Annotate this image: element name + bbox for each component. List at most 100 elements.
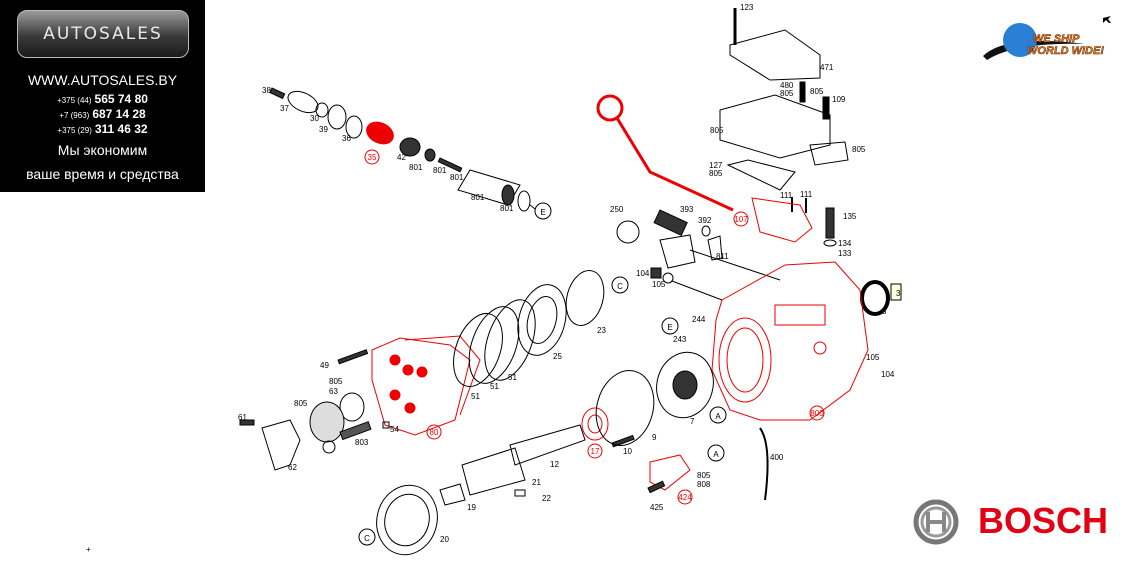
part-number-label: 808	[697, 480, 711, 489]
part-number-label: 425	[650, 503, 664, 512]
reference-callouts	[358, 149, 825, 546]
part-number-label: 105	[866, 353, 880, 362]
phone-2[interactable]: +7 (963)687 14 28	[59, 107, 146, 121]
part-number-label: 25	[553, 352, 562, 361]
svg-text:WE SHIP: WE SHIP	[1033, 33, 1080, 45]
part-number-label: 19	[467, 503, 476, 512]
part-800-pump-housing	[711, 261, 869, 421]
part-number-label[interactable]: 80	[430, 428, 439, 437]
part-number-label: 111	[780, 191, 793, 200]
reference-callout-label: E	[540, 208, 545, 217]
part-number-label: 38	[262, 86, 271, 95]
part-number-label: 7	[690, 417, 695, 426]
part-number-label: 105	[652, 280, 666, 289]
part-number-label: 3	[882, 307, 887, 316]
part-number-label: 801	[471, 193, 485, 202]
governor-assembly	[269, 87, 536, 212]
part-number-label: 805	[710, 126, 724, 135]
part-number-label[interactable]: 35	[368, 153, 377, 162]
reference-callout-label: A	[713, 450, 719, 459]
part-number-label: 135	[843, 212, 857, 221]
part-number-label: 805	[852, 145, 866, 154]
part-number-label: 805	[810, 87, 824, 96]
part-80-distributor-head	[371, 337, 471, 436]
part-number-label: 805	[709, 169, 723, 178]
bosch-wordmark: BOSCH	[978, 500, 1109, 541]
part-number-label: 811	[716, 252, 729, 261]
part-number-label: +	[86, 545, 91, 554]
globe-icon	[1003, 23, 1037, 57]
part-number-label[interactable]: 107	[734, 215, 748, 224]
part-number-label: 42	[397, 153, 406, 162]
part-number-label[interactable]: 424	[678, 493, 692, 502]
highlight-pointer-line	[615, 117, 734, 212]
part-number-label: 801	[450, 173, 464, 182]
part-number-label: 51	[490, 382, 499, 391]
part-number-label: 400	[770, 453, 784, 462]
part-number-label: 36	[342, 134, 351, 143]
part-number-label[interactable]: 800	[810, 409, 824, 418]
part-number-label: 54	[390, 425, 399, 434]
phone-1[interactable]: +375 (44)565 74 80	[57, 92, 148, 106]
part-number-label: 803	[355, 438, 369, 447]
part-number-label: 801	[500, 204, 514, 213]
part-number-label: 134	[838, 239, 852, 248]
part-number-label: 63	[329, 387, 338, 396]
part-number-label: 49	[320, 361, 329, 370]
part-number-label: 9	[652, 433, 657, 442]
part-number-label: 22	[542, 494, 551, 503]
part-number-label: 393	[680, 205, 694, 214]
airplane-icon	[1103, 16, 1111, 23]
part-number-label: 250	[610, 205, 624, 214]
reference-callout-label: E	[667, 323, 672, 332]
part-number-label: 39	[319, 125, 328, 134]
part-number-label: 3	[896, 289, 901, 298]
phone-3[interactable]: +375 (29)311 46 32	[57, 122, 148, 136]
part-number-label: 104	[881, 370, 895, 379]
part-107-sensor	[751, 197, 813, 243]
part-number-label: 51	[508, 373, 517, 382]
part-number-label: 10	[623, 447, 632, 456]
part-number-label: 243	[673, 335, 687, 344]
part-number-label: 805	[780, 89, 794, 98]
part-number-label: 133	[838, 249, 852, 258]
part-number-label: 801	[409, 163, 423, 172]
website-url[interactable]: WWW.AUTOSALES.BY	[27, 72, 178, 88]
part-number-label: 480	[780, 81, 794, 90]
svg-text:WORLD WIDE!: WORLD WIDE!	[1027, 45, 1104, 57]
feed-pump-parts	[239, 270, 605, 471]
part-number-label[interactable]: 17	[591, 447, 600, 456]
solenoid-parts	[616, 209, 902, 316]
part-number-label: 51	[471, 392, 480, 401]
part-number-label: 805	[697, 471, 711, 480]
ecu-assembly	[719, 8, 849, 247]
we-ship-world-wide-logo: WE SHIP WORLD WIDE!	[983, 16, 1111, 60]
part-number-label: 471	[820, 63, 834, 72]
part-number-label: 20	[440, 535, 449, 544]
part-number-label: 37	[280, 104, 289, 113]
part-number-label: 23	[597, 326, 606, 335]
slogan-line-2: ваше время и средства	[26, 166, 179, 182]
reference-callout-label: C	[617, 282, 623, 291]
part-number-label: 62	[288, 463, 297, 472]
reference-callout-label: A	[715, 412, 721, 421]
part-number-label: 127	[709, 161, 723, 170]
part-number-label: 61	[238, 413, 247, 422]
highlight-pointer-icon	[596, 94, 624, 122]
part-number-label: 12	[550, 460, 559, 469]
part-number-label: 104	[636, 269, 650, 278]
bosch-armature-icon	[913, 499, 959, 545]
slogan-line-1: Мы экономим	[57, 142, 148, 158]
part-number-label: 30	[310, 114, 319, 123]
part-number-label: 244	[692, 315, 706, 324]
autosales-logo: AUTOSALES	[17, 10, 189, 58]
part-number-label: 805	[294, 399, 308, 408]
part-number-label: 805	[329, 377, 343, 386]
part-number-label: 801	[433, 166, 447, 175]
part-number-label: 21	[532, 478, 541, 487]
reference-callout-label: C	[364, 534, 370, 543]
autosales-promo-banner: AUTOSALES WWW.AUTOSALES.BY +375 (44)565 …	[0, 0, 205, 192]
drive-shaft-parts	[376, 351, 769, 556]
part-number-label: 109	[832, 95, 846, 104]
